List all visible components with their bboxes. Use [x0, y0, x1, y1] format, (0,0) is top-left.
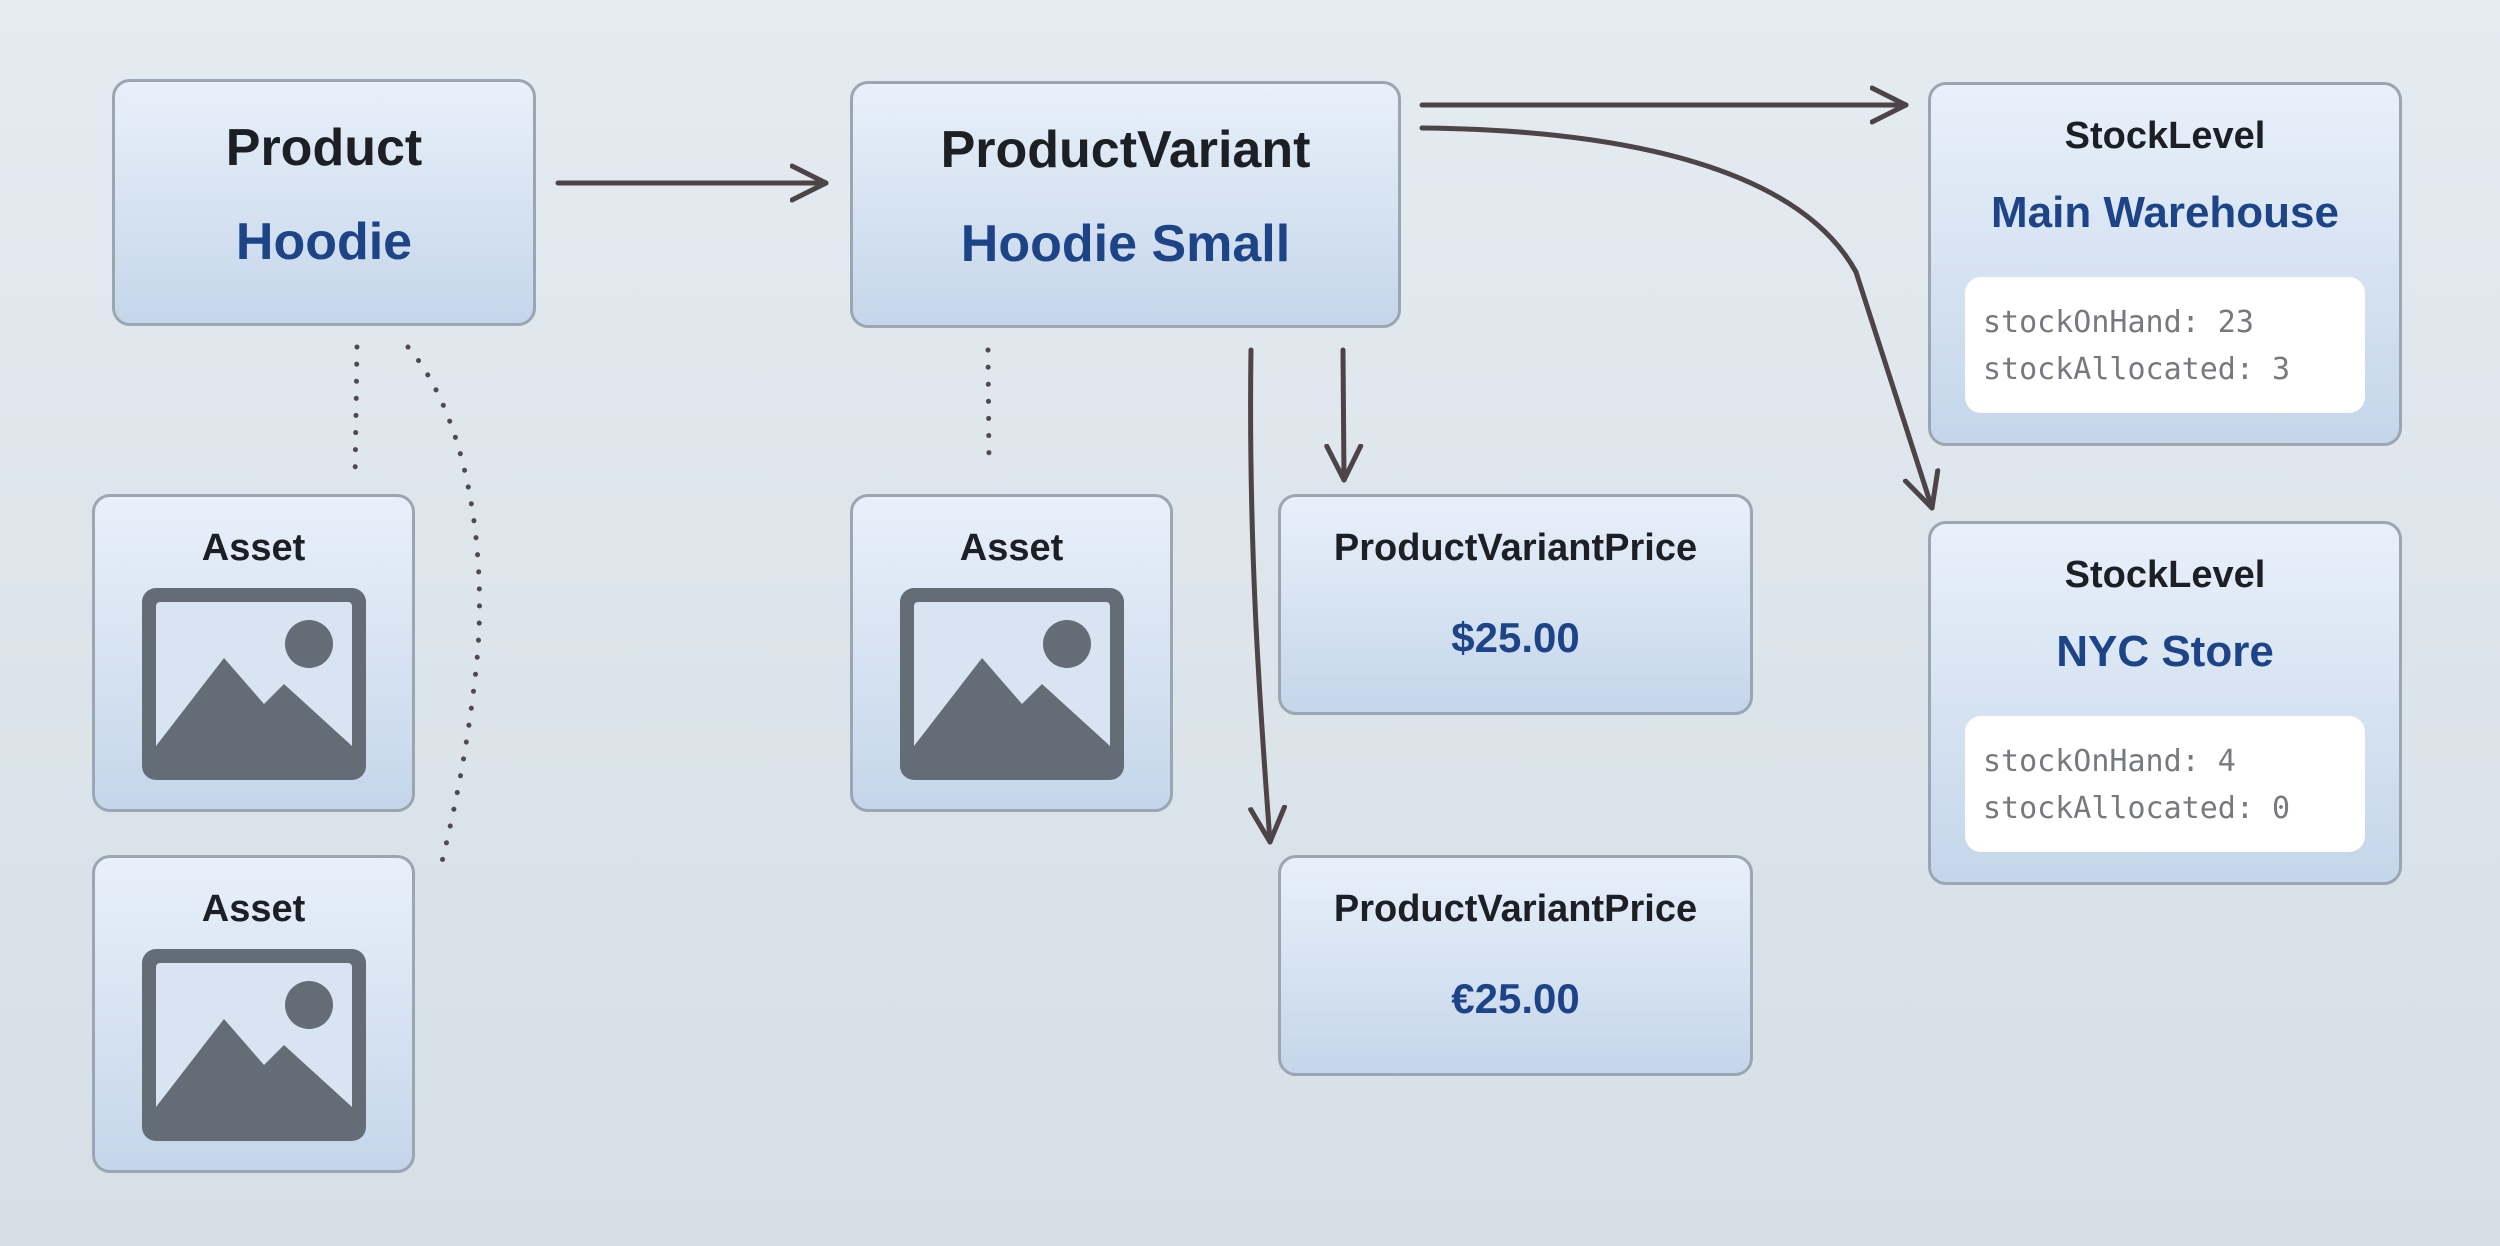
stock-level-type-label: StockLevel — [2064, 115, 2266, 157]
product-variant-value-label: Hoodie Small — [960, 215, 1291, 273]
stock-details-panel: stockOnHand: 4 stockAllocated: 0 — [1965, 716, 2365, 852]
stock-on-hand-text: stockOnHand: 4 — [1983, 744, 2236, 779]
asset-node-product-2: Asset — [92, 855, 415, 1173]
product-type-label: Product — [225, 119, 423, 177]
stock-level-type-label: StockLevel — [2064, 554, 2266, 596]
product-variant-price-node-usd: ProductVariantPrice $25.00 — [1278, 494, 1753, 715]
dotted-link-variant-to-asset — [985, 347, 992, 465]
product-value-label: Hoodie — [235, 213, 413, 271]
image-icon — [141, 588, 366, 780]
price-type-label: ProductVariantPrice — [1333, 527, 1698, 569]
product-node: Product Hoodie — [112, 79, 536, 326]
price-type-label: ProductVariantPrice — [1333, 888, 1698, 930]
stock-level-location-label: NYC Store — [2056, 627, 2274, 676]
dotted-link-product-to-asset-2 — [405, 344, 482, 873]
stock-level-node-main-warehouse: StockLevel Main Warehouse stockOnHand: 2… — [1928, 82, 2402, 446]
image-icon — [141, 949, 366, 1141]
arrow-variant-to-price-eur — [1248, 347, 1270, 845]
product-variant-price-node-eur: ProductVariantPrice €25.00 — [1278, 855, 1753, 1076]
arrow-variant-to-price-usd — [1343, 347, 1344, 483]
stock-level-node-nyc-store: StockLevel NYC Store stockOnHand: 4 stoc… — [1928, 521, 2402, 885]
stock-level-location-label: Main Warehouse — [1991, 188, 2339, 237]
asset-node-variant: Asset — [850, 494, 1173, 812]
stock-allocated-text: stockAllocated: 0 — [1983, 791, 2291, 826]
asset-type-label: Asset — [201, 888, 306, 930]
stock-on-hand-text: stockOnHand: 23 — [1983, 305, 2254, 340]
price-value-label: €25.00 — [1451, 975, 1580, 1022]
asset-type-label: Asset — [959, 527, 1064, 569]
asset-node-product-1: Asset — [92, 494, 415, 812]
stock-allocated-text: stockAllocated: 3 — [1983, 352, 2291, 387]
arrow-variant-to-stocklevel-nyc-store — [1419, 125, 1932, 511]
dotted-link-product-to-asset-1 — [352, 344, 360, 483]
product-variant-type-label: ProductVariant — [940, 121, 1311, 179]
stock-details-panel: stockOnHand: 23 stockAllocated: 3 — [1965, 277, 2365, 413]
product-variant-node: ProductVariant Hoodie Small — [850, 81, 1401, 328]
price-value-label: $25.00 — [1451, 614, 1580, 661]
asset-type-label: Asset — [201, 527, 306, 569]
image-icon — [899, 588, 1124, 780]
